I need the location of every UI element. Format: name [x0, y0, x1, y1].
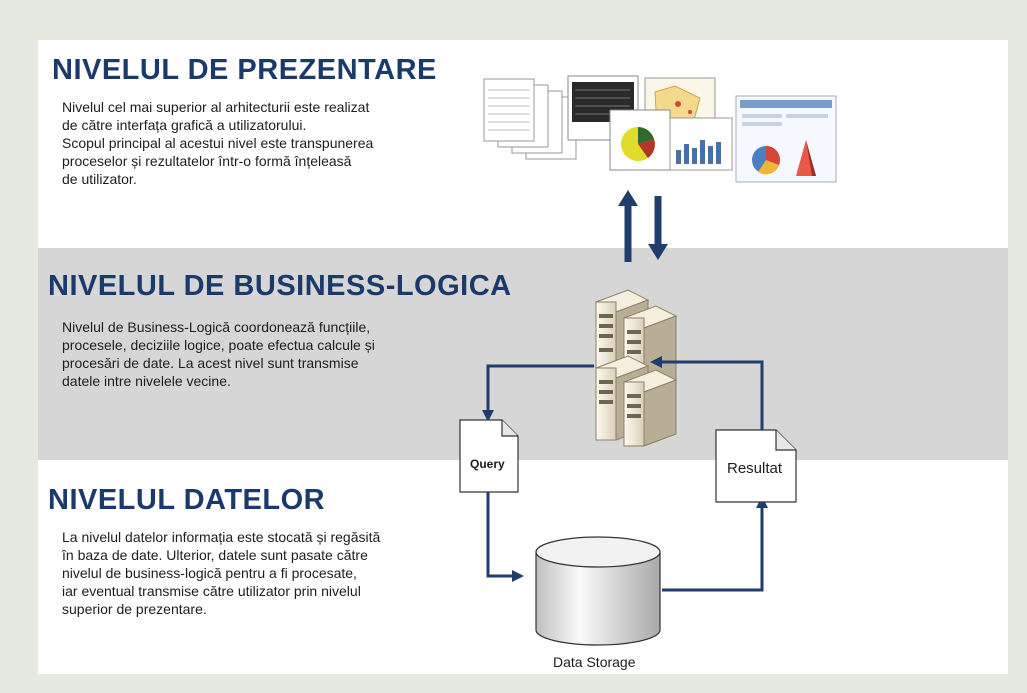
presentation-line: proceselor și rezultatelor într-o formă … [62, 153, 352, 169]
business-line: procesări de date. La acest nivel sunt t… [62, 355, 359, 371]
screenshot-dashboard-panel [735, 95, 837, 183]
document-icon [459, 419, 519, 493]
screenshot-pie-panel [609, 109, 671, 171]
data-line: nivelul de business-logică pentru a fi p… [62, 565, 357, 581]
presentation-description: Nivelul cel mai superior al arhitecturii… [62, 98, 373, 188]
database-cylinder-icon [535, 536, 661, 646]
business-line: procesele, deciziile logice, poate efect… [62, 337, 375, 353]
storage-label: Data Storage [553, 654, 636, 670]
business-line: Nivelul de Business-Logică coordonează f… [62, 319, 371, 335]
data-line: iar eventual transmise către utilizator … [62, 583, 361, 599]
up-arrow [618, 190, 638, 262]
flow-storage-to-result [662, 496, 768, 592]
data-title: NIVELUL DATELOR [48, 484, 326, 516]
presentation-title: NIVELUL DE PREZENTARE [52, 54, 437, 86]
screenshot-bar-panel [669, 117, 733, 171]
business-title: NIVELUL DE BUSINESS-LOGICA [48, 270, 512, 302]
flow-server-to-query [482, 364, 594, 422]
business-line: datele intre nivelele vecine. [62, 373, 231, 389]
presentation-line: de utilizator. [62, 171, 137, 187]
document-icon [715, 429, 797, 503]
business-band [38, 248, 1008, 460]
flow-query-to-storage [486, 490, 524, 582]
result-label: Resultat [727, 460, 783, 477]
screenshot-table-1 [483, 78, 577, 160]
data-line: în baza de date. Ulterior, datele sunt p… [62, 547, 368, 563]
data-line: superior de prezentare. [62, 601, 207, 617]
screenshots-collage-icon [483, 75, 837, 183]
data-band [38, 460, 1008, 674]
query-label: Query [470, 457, 505, 471]
flow-result-to-server [650, 356, 764, 430]
presentation-line: de către interfața grafică a utilizatoru… [62, 117, 307, 133]
business-description: Nivelul de Business-Logică coordonează f… [62, 318, 375, 390]
data-description: La nivelul datelor informația este stoca… [62, 528, 380, 618]
server-unit [622, 369, 678, 447]
data-line: La nivelul datelor informația este stoca… [62, 529, 381, 545]
down-arrow [648, 196, 668, 260]
presentation-line: Scopul principal al acestui nivel este t… [62, 135, 374, 151]
server-cluster-icon [594, 289, 678, 447]
presentation-line: Nivelul cel mai superior al arhitecturii… [62, 99, 370, 115]
